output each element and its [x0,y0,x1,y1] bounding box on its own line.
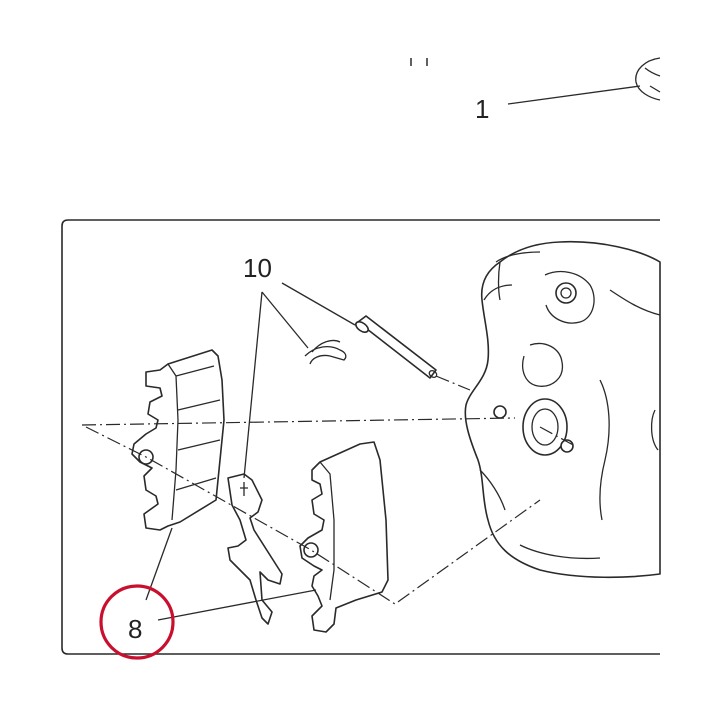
part-8-callout-label: 8 [128,614,142,644]
part-8-group: 8 [99,527,317,660]
part-1-group: 1 [410,57,661,124]
r-clip [304,339,347,365]
part-1-outline [635,57,661,101]
part-10-callout-label: 10 [243,253,272,283]
detail-view-frame [61,219,660,655]
part-10-group: 10 [243,253,356,479]
part-10-leader-line [243,291,263,479]
part-8-highlight-circle [99,584,175,660]
caliper-pin-hole [493,405,507,419]
brake-pad-right [299,441,389,633]
part-10-leader-line [281,282,356,326]
alignment-lines [81,375,576,605]
brake-caliper-body [464,240,661,579]
part-1-callout-label: 1 [475,94,489,124]
caliper-piston [522,398,568,456]
retaining-pin [355,315,438,379]
part-10-leader-line [261,291,309,349]
caliper-bleed-nipple [555,282,577,304]
part-8-leader-line [157,589,317,621]
brake-pad-left [131,349,225,531]
part-1-leader-line [507,85,641,105]
